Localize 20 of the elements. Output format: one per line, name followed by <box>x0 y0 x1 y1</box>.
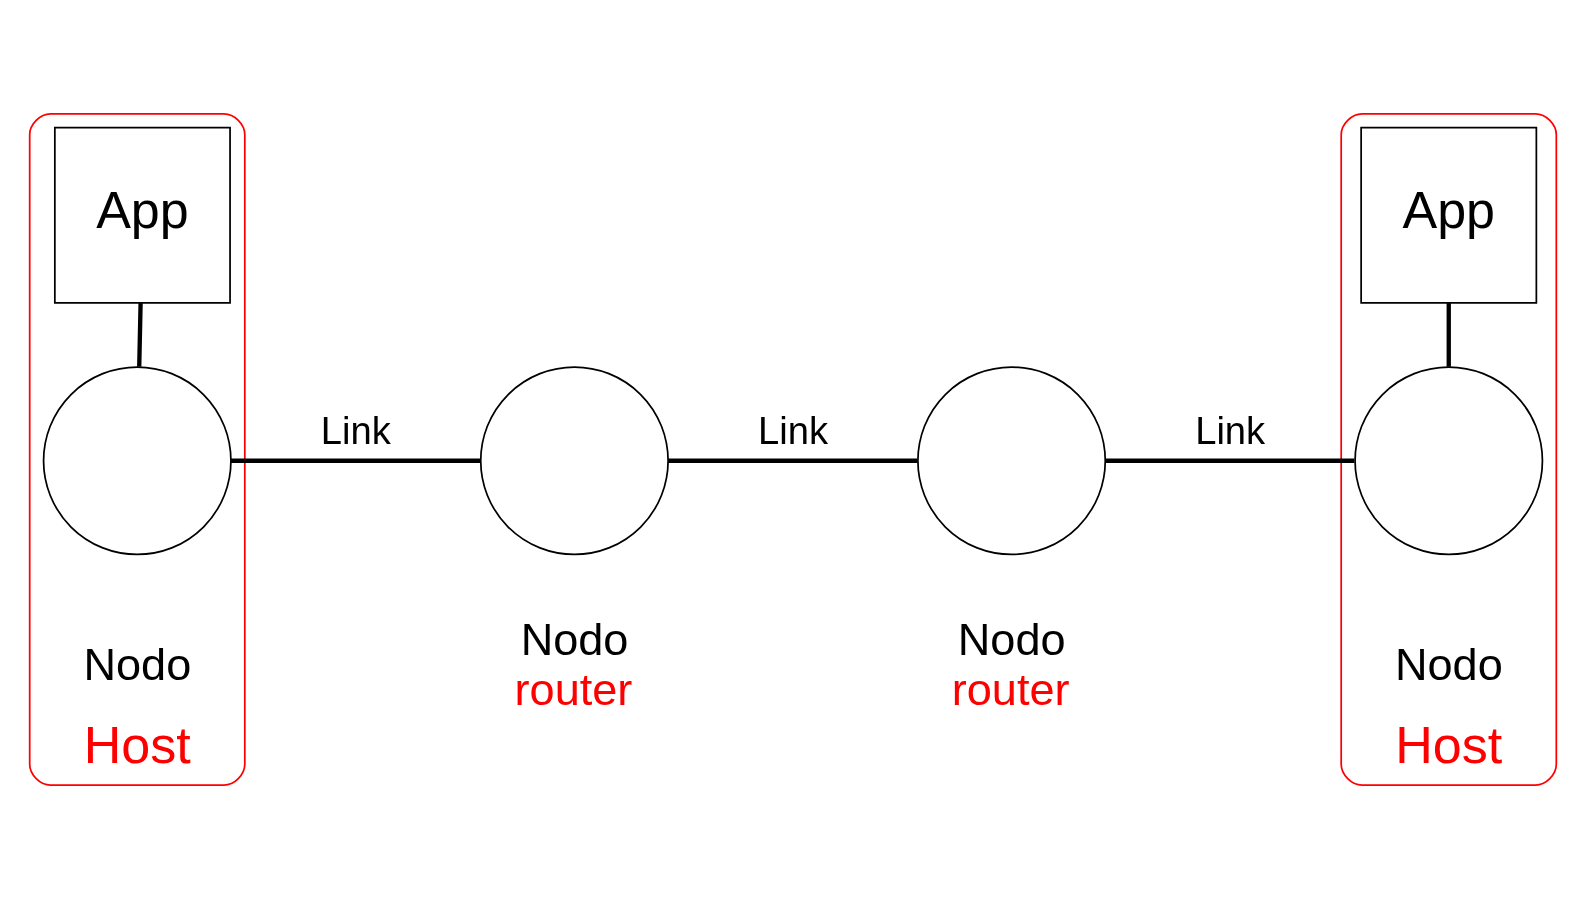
edge-label: Link <box>320 408 391 452</box>
node-circle <box>1354 365 1544 555</box>
node-label: Nodo <box>957 613 1066 665</box>
node-label: Nodo <box>1394 638 1503 690</box>
node-circle <box>42 365 232 555</box>
node-box: App <box>1360 126 1538 304</box>
node-circle <box>917 365 1107 555</box>
connector <box>1105 458 1355 463</box>
edge-label: Link <box>1195 408 1266 452</box>
node-box: App <box>54 126 231 304</box>
connector <box>668 458 918 463</box>
node-label: router <box>514 663 633 715</box>
node-label: Nodo <box>520 613 629 665</box>
node-label: router <box>951 663 1070 715</box>
connector <box>231 458 481 463</box>
node-circle <box>479 365 669 555</box>
connector <box>1446 302 1451 367</box>
connector <box>137 302 143 367</box>
edge-label: Link <box>758 408 828 452</box>
node-label: Nodo <box>83 638 192 690</box>
